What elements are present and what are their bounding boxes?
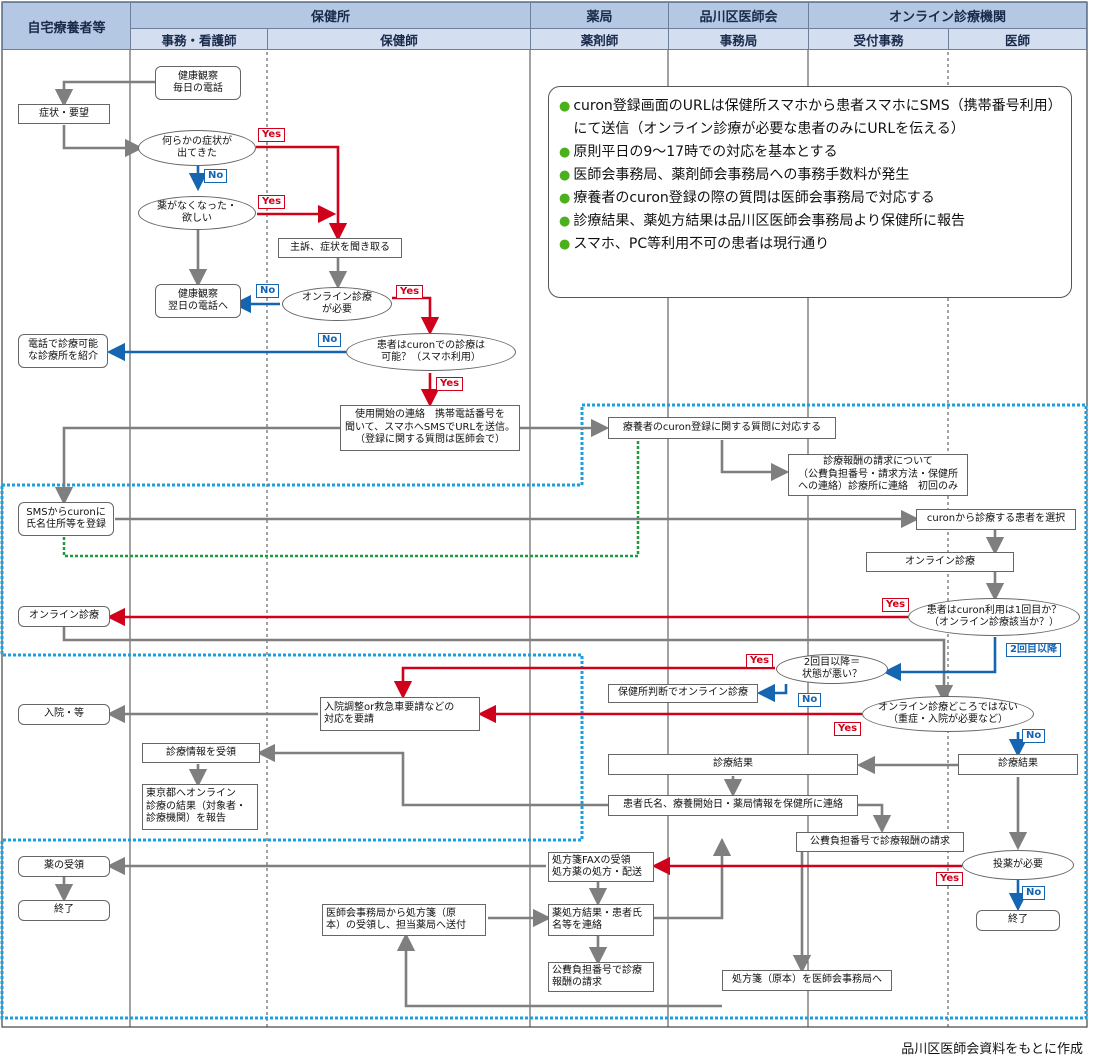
box-symptom-request: 症状・要望 [18, 104, 110, 124]
bullet-icon: ● [559, 168, 571, 183]
bullet-icon: ● [559, 214, 571, 229]
bullet-icon: ● [559, 99, 571, 114]
box-fee-claim-association: 公費負担番号で診療報酬の請求 [796, 832, 964, 852]
tag-no: No [318, 333, 342, 347]
tag-no: No [204, 169, 228, 183]
tag-no: No [798, 693, 822, 707]
box-online-home: オンライン診療 [18, 606, 110, 627]
tag-yes: Yes [746, 654, 774, 668]
source-credit: 品川区医師会資料をもとに作成 [901, 1042, 1083, 1057]
bullet-icon: ● [559, 145, 571, 160]
box-rx-fax: 処方箋FAXの受領 処方薬の処方・配送 [548, 852, 654, 882]
tag-yes: Yes [882, 598, 910, 612]
box-online-clinic: オンライン診療 [866, 552, 1014, 572]
decision-online-needed: オンライン診療 が必要 [282, 287, 392, 321]
subheader-public-health-nurse: 保健師 [267, 28, 531, 50]
box-fee-note: 診療報酬の請求について （公費負担番号・請求方法・保健所 への連絡）診療所に連絡… [788, 454, 968, 496]
header-online-clinic: オンライン診療機関 [808, 2, 1087, 29]
tag-yes: Yes [396, 285, 424, 299]
tag-no: No [256, 284, 280, 298]
box-next-day-check: 健康観察 翌日の電話へ [155, 284, 241, 318]
note-text: 診療結果、薬処方結果は品川区医師会事務局より保健所に報告 [573, 213, 966, 229]
decision-need-drug: 投薬が必要 [962, 850, 1074, 880]
note-text: スマホ、PC等利用不可の患者は現行通り [573, 236, 830, 252]
subheader-doctor: 医師 [948, 28, 1087, 50]
decision-not-online: オンライン診療どころではない （重症・入院が必要など） [862, 696, 1034, 732]
tag-no: No [1022, 886, 1046, 900]
box-start-contact: 使用開始の連絡 携帯電話番号を 聞いて、スマホへSMSでURLを送信。 （登録に… [340, 405, 520, 451]
tag-yes: Yes [936, 872, 964, 886]
decision-new-symptom: 何らかの症状が 出てきた [138, 130, 256, 166]
subheader-secretariat: 事務局 [668, 28, 809, 50]
box-result-association: 診療結果 [608, 754, 858, 775]
box-select-patient: curonから診療する患者を選択 [916, 509, 1076, 530]
note-item: ●療養者のcuron登録の際の質問は医師会事務局で対応する [559, 187, 1061, 210]
note-item: ●医師会事務局、薬剤師会事務局への事務手数料が発生 [559, 164, 1061, 187]
box-referral: 電話で診療可能 な診療所を紹介 [18, 334, 108, 368]
box-contact-hc: 患者氏名、療養開始日・薬局情報を保健所に連絡 [608, 795, 858, 816]
note-item: ●curon登録画面のURLは保健所スマホから患者スマホにSMS（携帯番号利用）… [559, 95, 1061, 141]
decision-drug-gone: 薬がなくなった・ 欲しい [138, 196, 256, 230]
box-rx-original-receive: 医師会事務局から処方箋（原 本）の受領し、担当薬局へ送付 [322, 904, 486, 936]
header-home: 自宅療養者等 [2, 2, 131, 50]
box-hospital-arrangement: 入院調整or救急車要請などの 対応を要請 [320, 697, 480, 731]
box-hear-complaint: 主訴、症状を聞き取る [278, 238, 402, 258]
box-hc-judgment-online: 保健所判断でオンライン診療 [608, 684, 758, 703]
note-item: ●原則平日の9～17時での対応を基本とする [559, 141, 1061, 164]
box-curon-question: 療養者のcuron登録に関する質問に対応する [608, 417, 836, 439]
box-result-doctor: 診療結果 [958, 754, 1078, 775]
tag-second-or-later: 2回目以降 [1006, 643, 1061, 657]
note-item: ●診療結果、薬処方結果は品川区医師会事務局より保健所に報告 [559, 210, 1061, 233]
tag-yes: Yes [258, 195, 286, 209]
decision-first-use: 患者はcuron利用は1回目か？ （オンライン診療該当か？） [908, 598, 1080, 636]
box-end-doctor: 終了 [976, 910, 1060, 931]
bullet-icon: ● [559, 237, 571, 252]
bullet-icon: ● [559, 191, 571, 206]
tag-no: No [1022, 729, 1046, 743]
note-item: ●スマホ、PC等利用不可の患者は現行通り [559, 233, 1061, 256]
box-hospitalization: 入院・等 [18, 704, 110, 725]
tag-yes: Yes [436, 377, 464, 391]
box-fee-claim-pharmacy: 公費負担番号で診療 報酬の請求 [548, 962, 654, 992]
note-text: 医師会事務局、薬剤師会事務局への事務手数料が発生 [573, 167, 910, 183]
box-sms-register: SMSからcuronに 氏名住所等を登録 [18, 502, 114, 536]
box-report-tokyo: 東京都へオンライン 診療の結果（対象者・ 診療機関）を報告 [142, 784, 258, 830]
subheader-admin-nurse: 事務・看護師 [130, 28, 268, 50]
tag-yes: Yes [258, 128, 286, 142]
subheader-pharmacist: 薬剤師 [530, 28, 669, 50]
note-text: curon登録画面のURLは保健所スマホから患者スマホにSMS（携帯番号利用）に… [573, 98, 1055, 137]
decision-second-worse: 2回目以降＝ 状態が悪い？ [776, 654, 888, 684]
note-text: 原則平日の9～17時での対応を基本とする [573, 144, 838, 160]
box-end-home: 終了 [18, 900, 110, 921]
box-receive-info: 診療情報を受領 [142, 743, 260, 763]
box-rx-result: 薬処方結果・患者氏 名等を連絡 [548, 904, 654, 936]
note-text: 療養者のcuron登録の際の質問は医師会事務局で対応する [573, 190, 935, 206]
box-rx-to-association: 処方箋（原本）を医師会事務局へ [722, 970, 892, 991]
decision-can-use-curon: 患者はcuronでの診療は 可能？（スマホ利用） [346, 333, 516, 371]
notes-panel: ●curon登録画面のURLは保健所スマホから患者スマホにSMS（携帯番号利用）… [548, 86, 1072, 298]
tag-yes: Yes [834, 722, 862, 736]
box-receive-medicine: 薬の受領 [18, 856, 110, 877]
header-health-center: 保健所 [130, 2, 531, 29]
box-daily-health-check: 健康観察 毎日の電話 [155, 66, 241, 100]
subheader-reception: 受付事務 [808, 28, 949, 50]
